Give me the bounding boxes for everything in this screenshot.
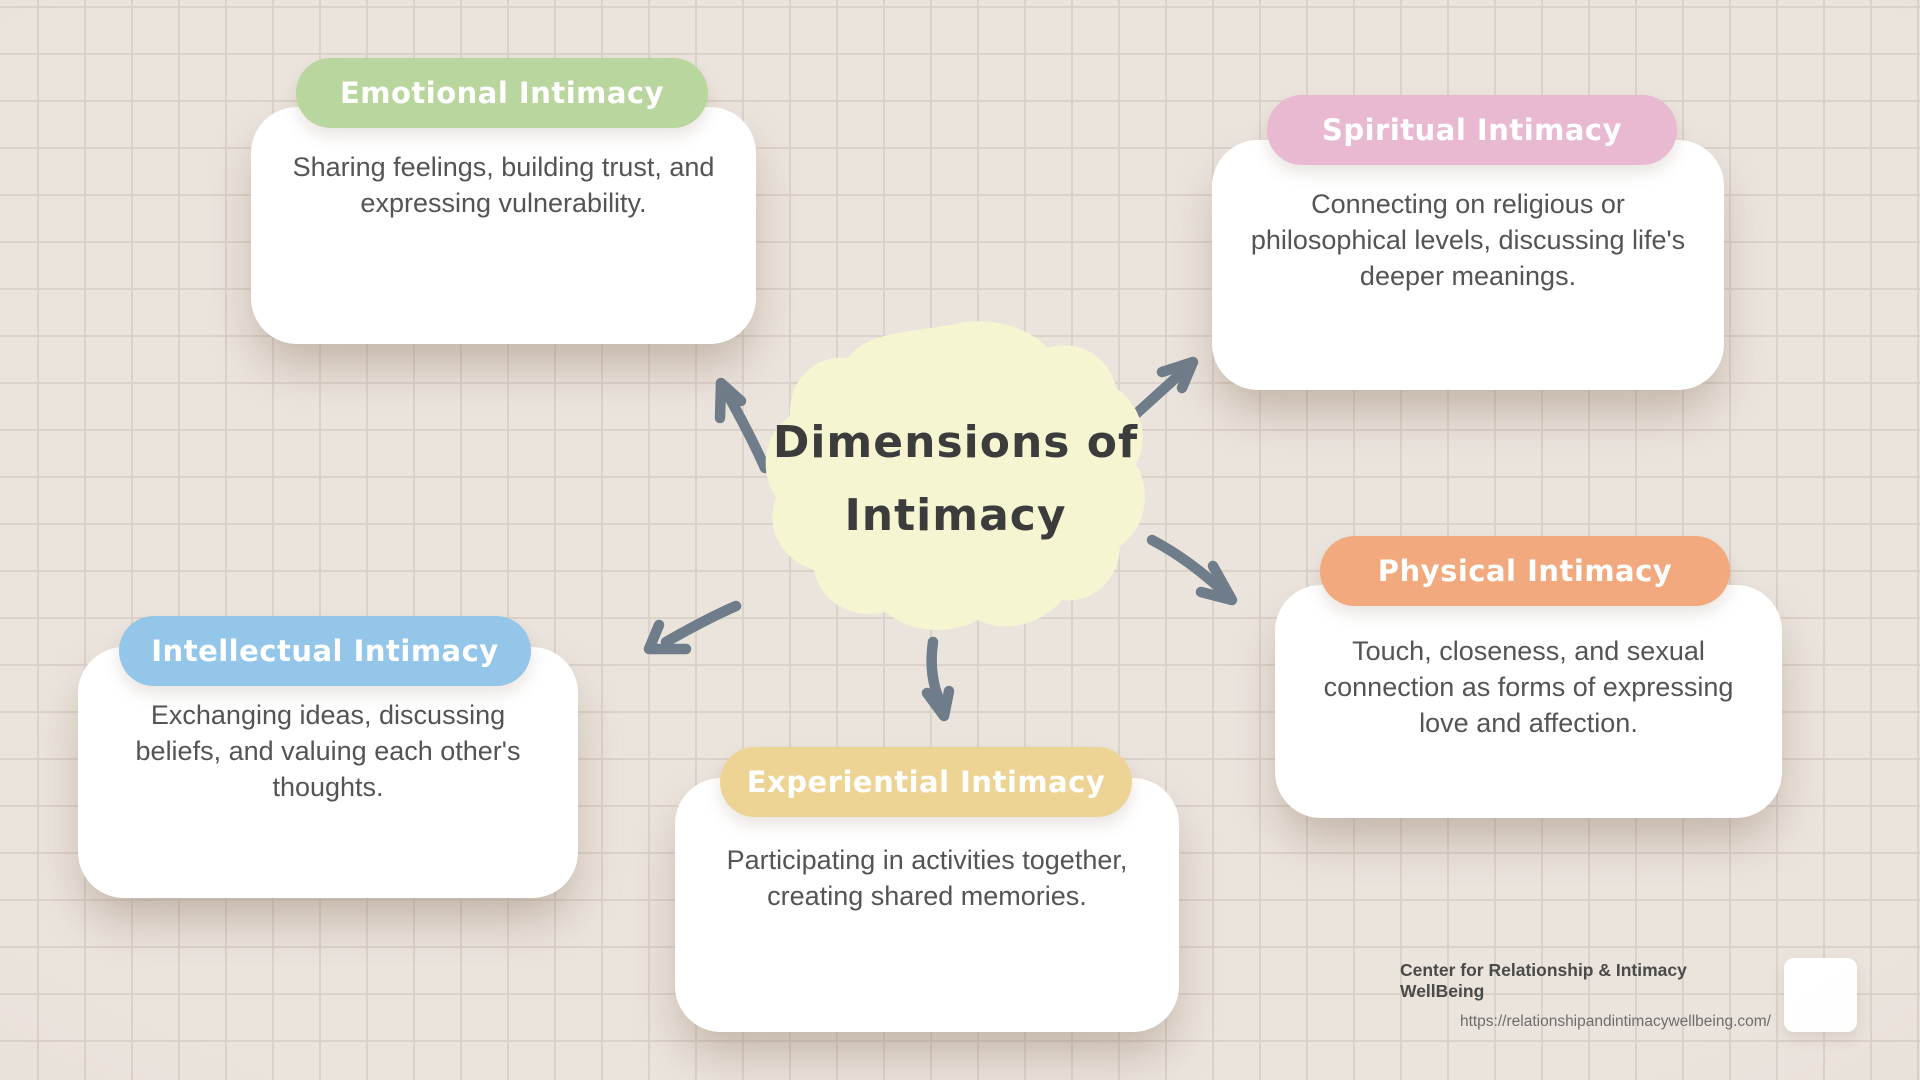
arrow-to-experiential: [921, 636, 955, 722]
main-title-line2: Intimacy: [844, 490, 1067, 541]
card-physical-intimacy: Touch, closeness, and sexual connection …: [1275, 585, 1782, 818]
arrow-to-physical: [1146, 534, 1238, 606]
intellectual-intimacy-description: Exchanging ideas, discussing beliefs, an…: [135, 700, 521, 802]
card-emotional-intimacy: Sharing feelings, building trust, and ex…: [251, 107, 756, 344]
footer-url: https://relationshipandintimacywellbeing…: [1459, 1012, 1771, 1030]
logo-placeholder: [1783, 958, 1857, 1032]
arrow-to-intellectual: [643, 600, 742, 655]
footer-text: Center for Relationship & Intimacy WellB…: [1400, 960, 1771, 1031]
emotional-intimacy-header: Emotional Intimacy: [296, 58, 708, 128]
blob-shape: [765, 321, 1145, 630]
main-title: Dimensions of Intimacy: [758, 318, 1153, 640]
physical-intimacy-description: Touch, closeness, and sexual connection …: [1323, 636, 1734, 738]
footer-organization: Center for Relationship & Intimacy WellB…: [1400, 959, 1687, 1001]
card-spiritual-intimacy: Connecting on religious or philosophical…: [1212, 140, 1724, 390]
blob-path: [765, 321, 1145, 630]
arrow-to-emotional: [714, 377, 771, 474]
footer: Center for Relationship & Intimacy WellB…: [1400, 958, 1857, 1032]
intellectual-intimacy-header: Intellectual Intimacy: [119, 616, 531, 686]
central-topic: Dimensions of Intimacy: [758, 318, 1153, 640]
card-intellectual-intimacy: Exchanging ideas, discussing beliefs, an…: [78, 647, 578, 898]
experiential-intimacy-description: Participating in activities together, cr…: [726, 845, 1128, 911]
spiritual-intimacy-description: Connecting on religious or philosophical…: [1250, 189, 1686, 291]
physical-intimacy-header: Physical Intimacy: [1320, 536, 1730, 606]
card-experiential-intimacy: Participating in activities together, cr…: [675, 778, 1179, 1032]
experiential-intimacy-header: Experiential Intimacy: [720, 747, 1132, 817]
spiritual-intimacy-header: Spiritual Intimacy: [1267, 95, 1677, 165]
emotional-intimacy-description: Sharing feelings, building trust, and ex…: [292, 152, 715, 218]
main-title-line1: Dimensions of: [772, 417, 1139, 468]
